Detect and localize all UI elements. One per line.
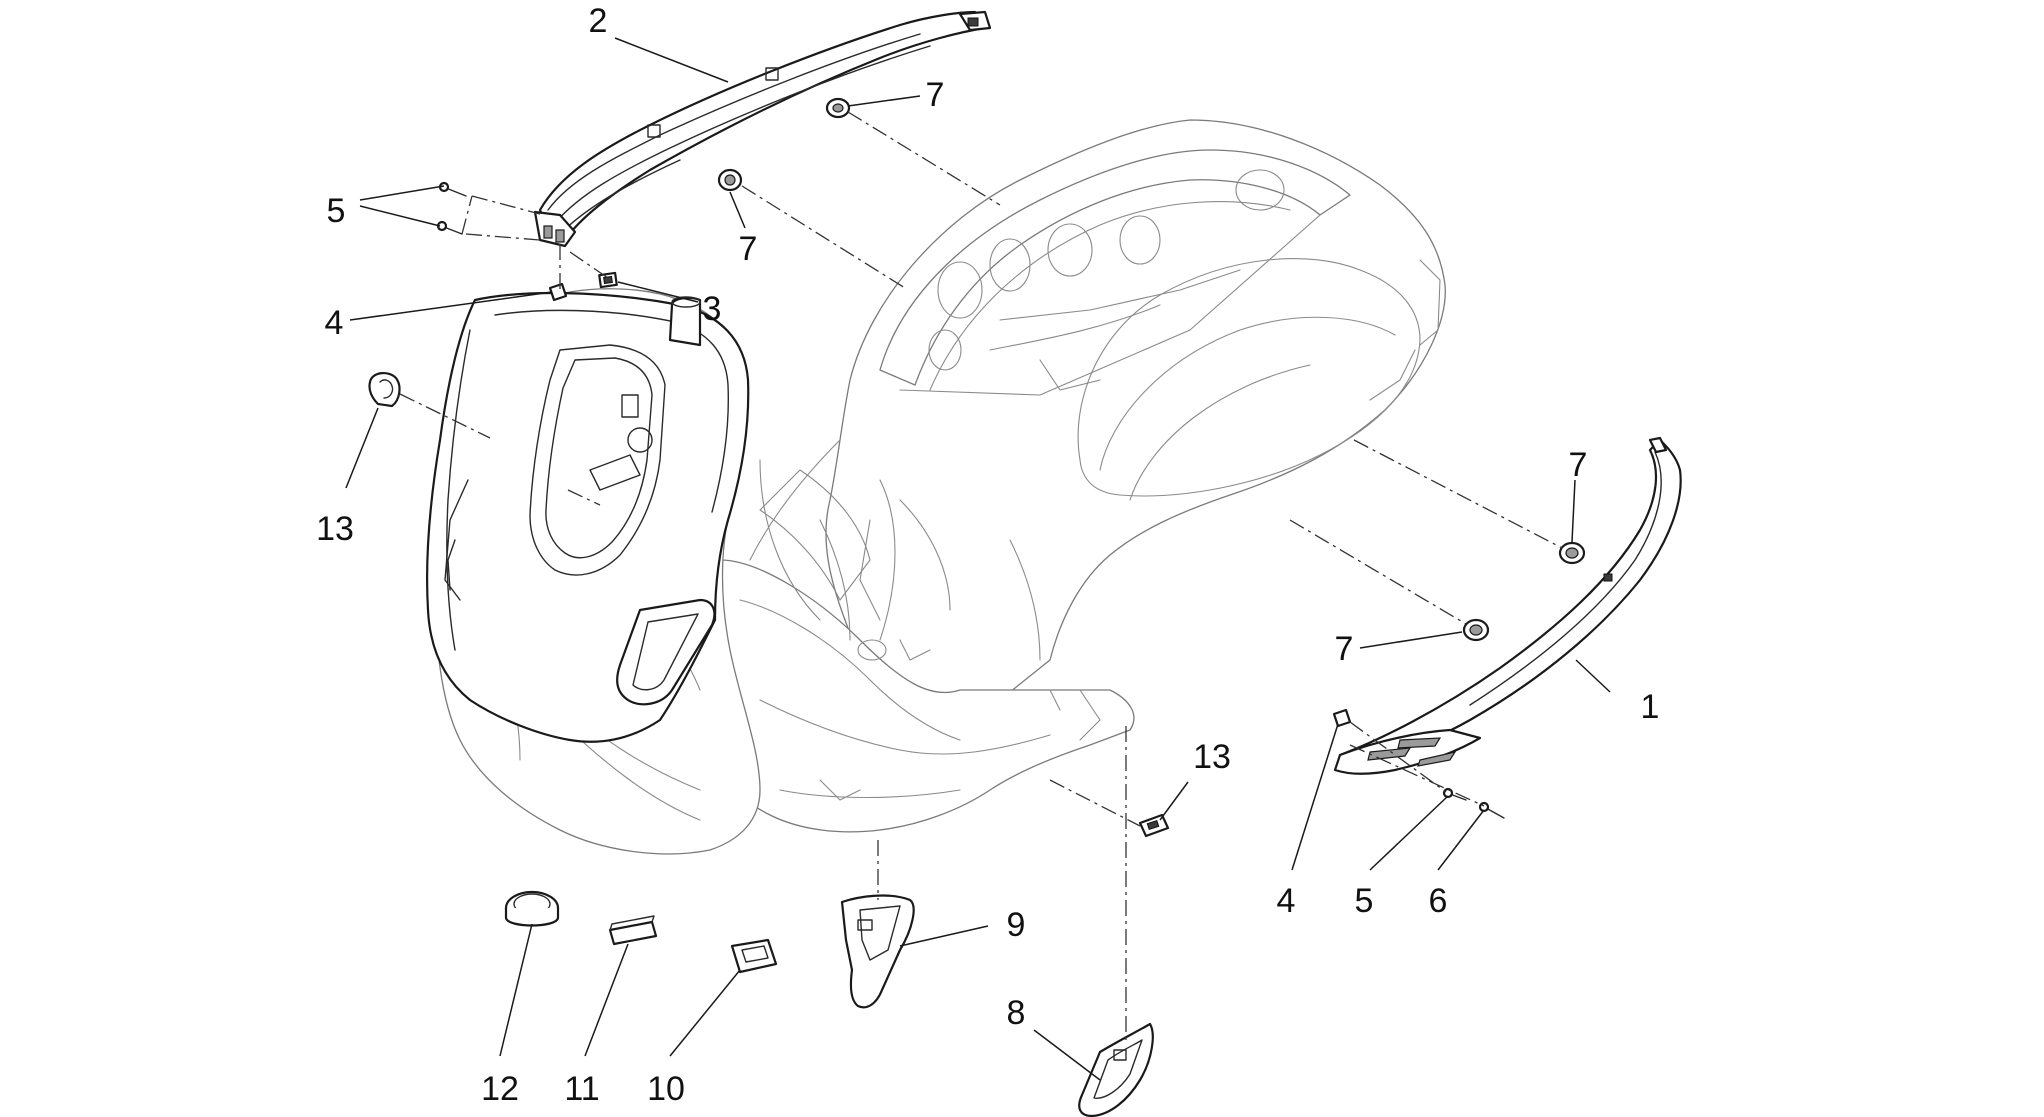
grommet-top-center: [717, 168, 743, 192]
part-12-large-grommet: [504, 890, 560, 927]
part-11-rubber-block: [608, 915, 658, 946]
part-1-side-trim: [1333, 436, 1682, 775]
part-8-lower-cover: [1078, 1022, 1154, 1117]
rear-body-shell: [825, 119, 1446, 781]
seat-compartment: [879, 149, 1351, 386]
assembly-axes: [399, 111, 1563, 1040]
callout-6: 6: [1429, 882, 1448, 920]
callout-4-right: 4: [1277, 882, 1296, 920]
part-5-screw-right: [1442, 787, 1467, 801]
callout-4-top: 4: [325, 304, 344, 342]
callout-3: 3: [703, 290, 722, 328]
part-9-bracket-cover: [840, 894, 915, 1009]
callout-7-right-lower: 7: [1335, 630, 1354, 668]
callout-8: 8: [1007, 994, 1026, 1032]
callout-2: 2: [589, 2, 608, 40]
part-7-grommets: [717, 97, 1586, 642]
callout-12: 12: [481, 1070, 519, 1108]
callout-7-top-right: 7: [926, 76, 945, 114]
part-13-cap-right: [1138, 813, 1170, 838]
top-trim-strip: [538, 10, 987, 242]
part-13-cap-left: [368, 372, 401, 408]
callout-11: 11: [564, 1070, 599, 1108]
part-3-clip: [598, 271, 618, 289]
grommet-right-lower: [1462, 618, 1490, 642]
part-10-square-clip: [730, 938, 778, 974]
leader-lines: [345, 37, 1611, 1081]
callout-5-right: 5: [1355, 882, 1374, 920]
part-5-screws-top: [436, 181, 467, 235]
callout-7-right-upper: 7: [1569, 446, 1588, 484]
callout-1: 1: [1641, 688, 1660, 726]
side-trim-strip: [1338, 438, 1682, 764]
callout-labels: 2 7 5 7 4 3 13 7 7 1 13 4 5 6 9 8 12 11 …: [316, 2, 1659, 1108]
front-shield-recess: [529, 344, 666, 576]
front-shield-panel: [426, 291, 750, 743]
part-4-clip-right: [1332, 708, 1352, 728]
part-4-clip-top: [548, 282, 568, 302]
callout-5-top: 5: [327, 192, 346, 230]
callout-13-right: 13: [1193, 738, 1231, 776]
callout-13-left: 13: [316, 510, 354, 548]
grommet-right-upper: [1558, 541, 1586, 565]
shield-lower-vent: [616, 598, 716, 706]
callout-10: 10: [647, 1070, 685, 1108]
grommet-top-right: [825, 97, 851, 119]
part-2-top-trim: [533, 10, 992, 248]
side-panel-curve: [1077, 258, 1421, 497]
callout-9: 9: [1007, 906, 1026, 944]
callout-7-top-center: 7: [739, 230, 758, 268]
